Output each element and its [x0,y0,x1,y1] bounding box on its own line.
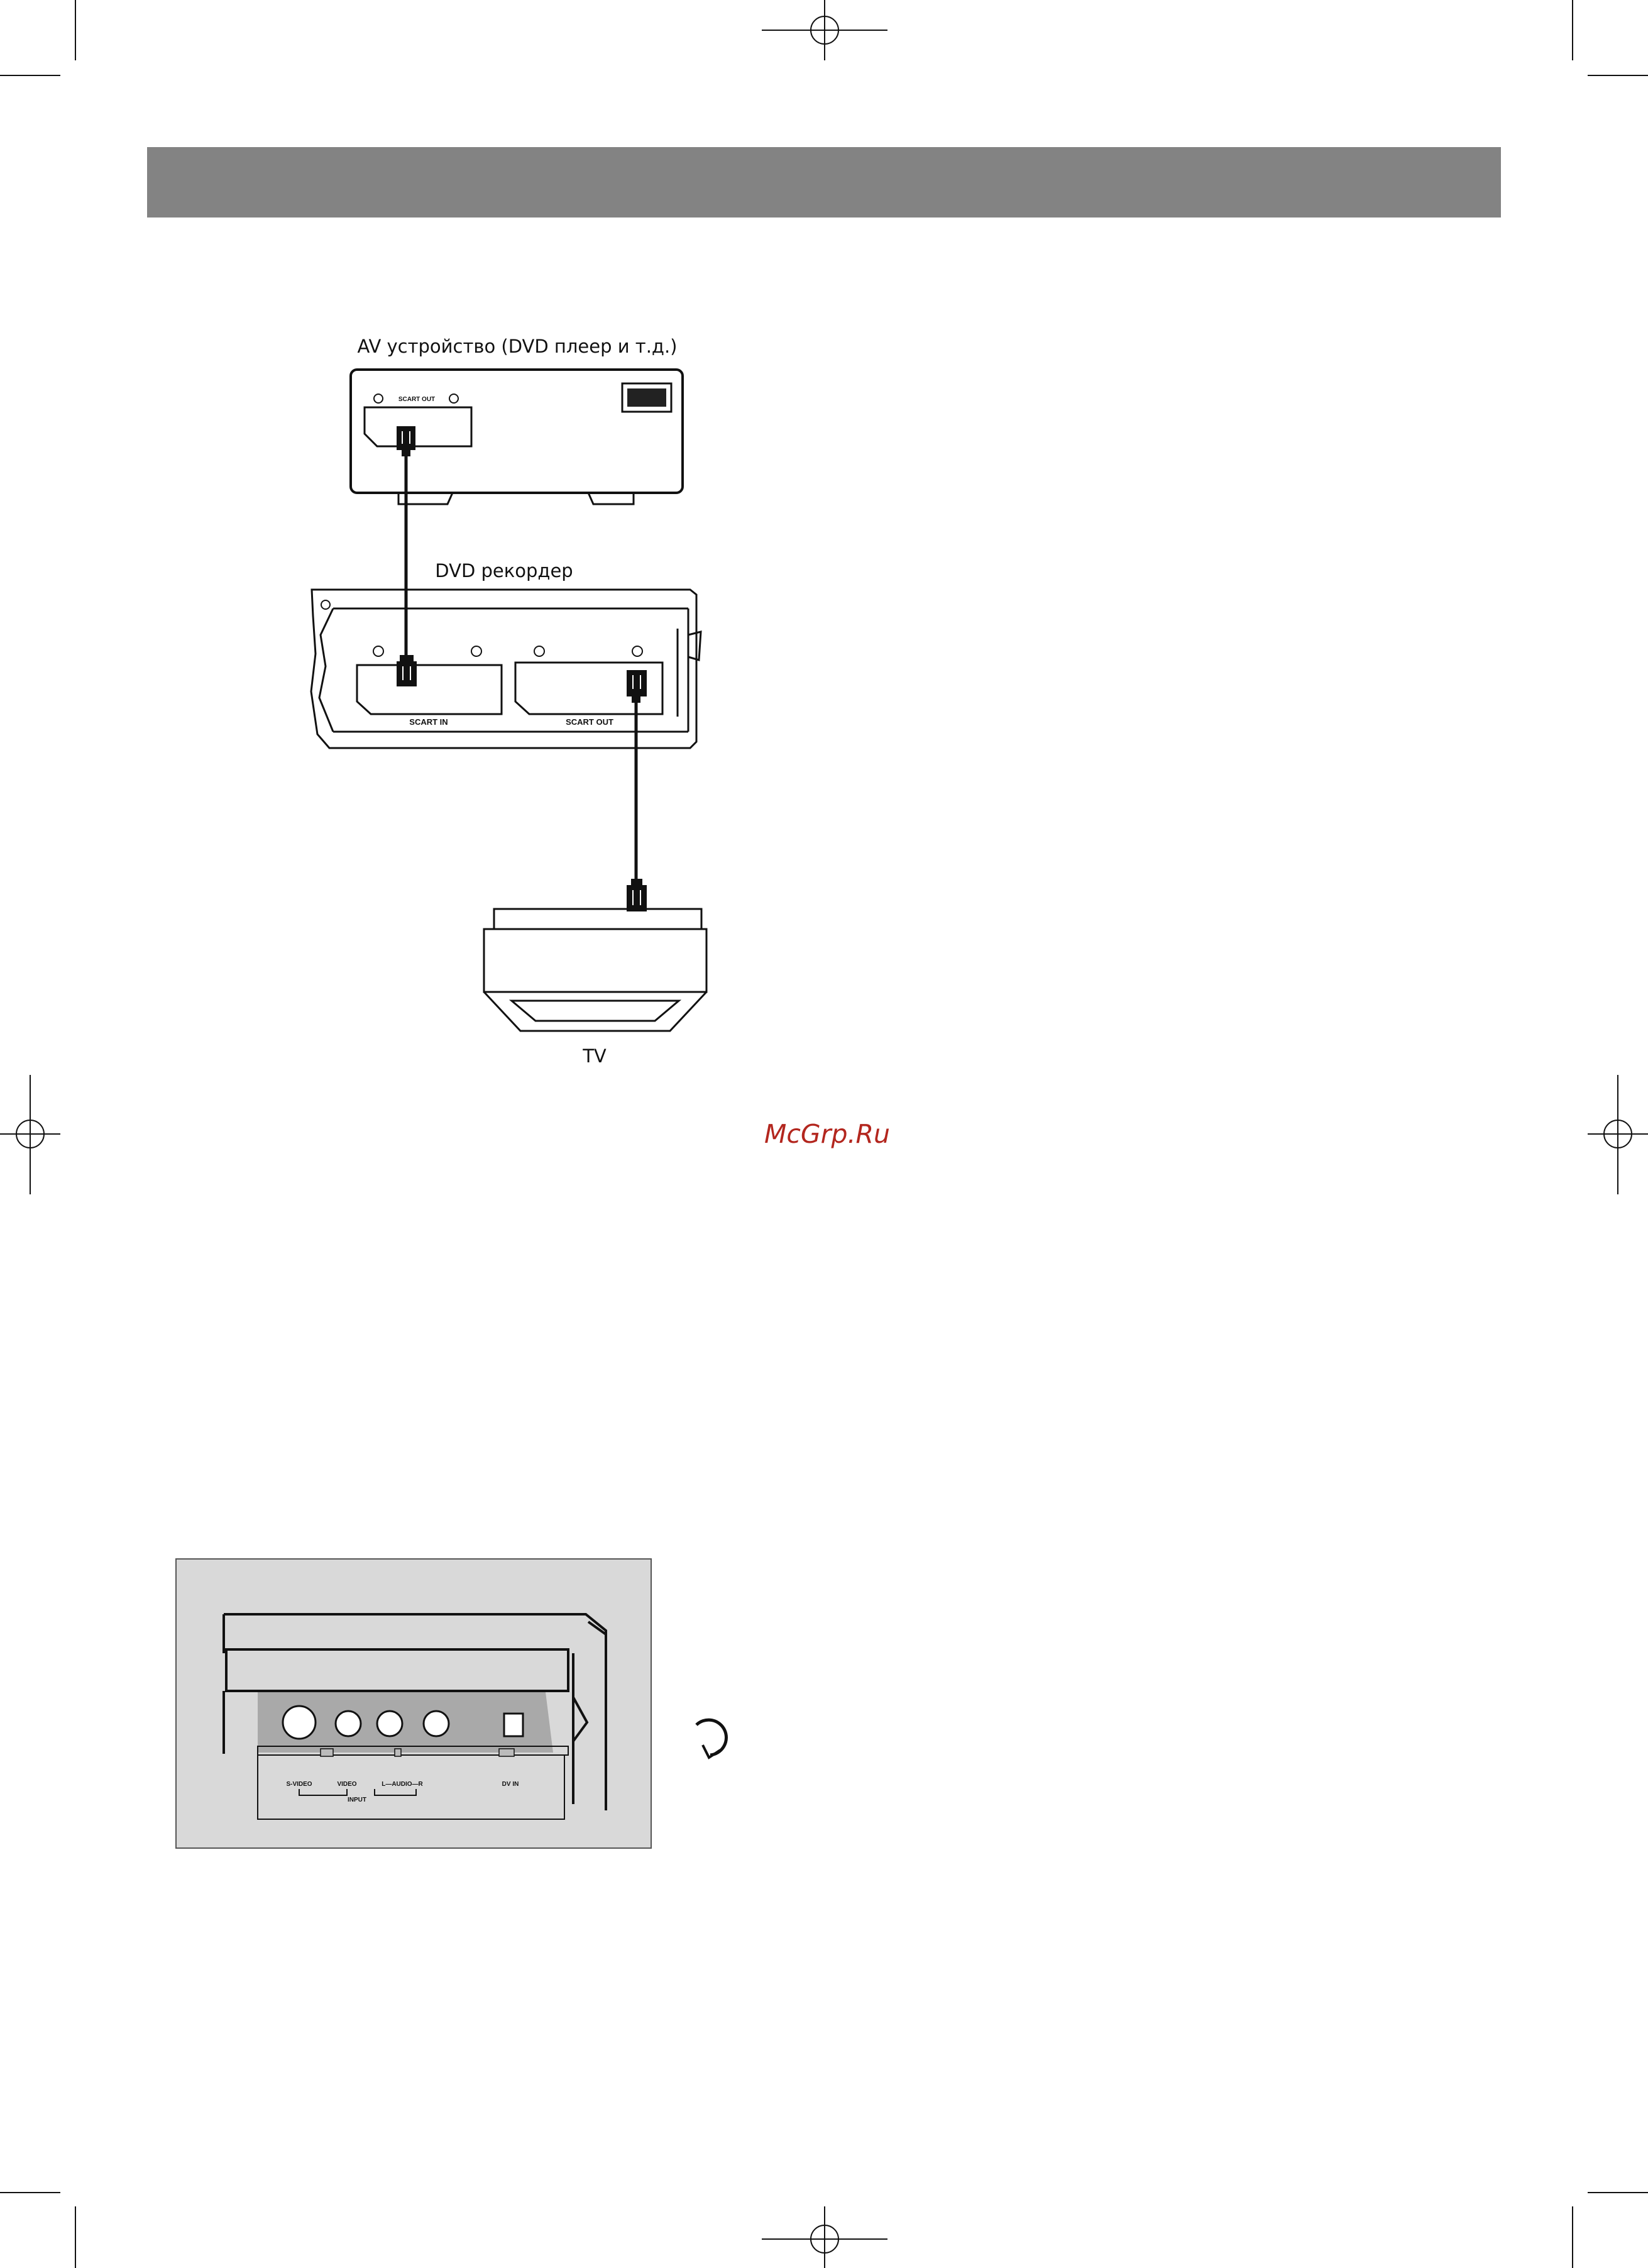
dvd-recorder-title: DVD рекордер [435,560,573,581]
front-panel-illustration: S-VIDEO VIDEO L—AUDIO—R DV IN INPUT [176,1559,651,1848]
dvin-label: DV IN [502,1781,519,1788]
audio-label: L—AUDIO—R [382,1781,423,1788]
input-label: INPUT [348,1797,366,1803]
scart-cable-recorder-to-tv [627,670,647,911]
svideo-label: S-VIDEO [286,1781,312,1788]
rotate-arrow-icon [696,1720,726,1758]
header-band [147,147,1501,217]
scart-in-label: SCART IN [409,717,448,727]
watermark: McGrp.Ru [764,1119,890,1149]
dvd-recorder [311,590,701,748]
av-device-title: AV устройство (DVD плеер и т.д.) [357,336,677,357]
scart-cable-av-to-recorder [397,426,417,686]
tv [484,909,706,1031]
av-scart-out-label: SCART OUT [398,396,435,403]
video-label: VIDEO [337,1781,356,1788]
scart-out-label: SCART OUT [566,717,613,727]
tv-title: TV [582,1045,607,1067]
